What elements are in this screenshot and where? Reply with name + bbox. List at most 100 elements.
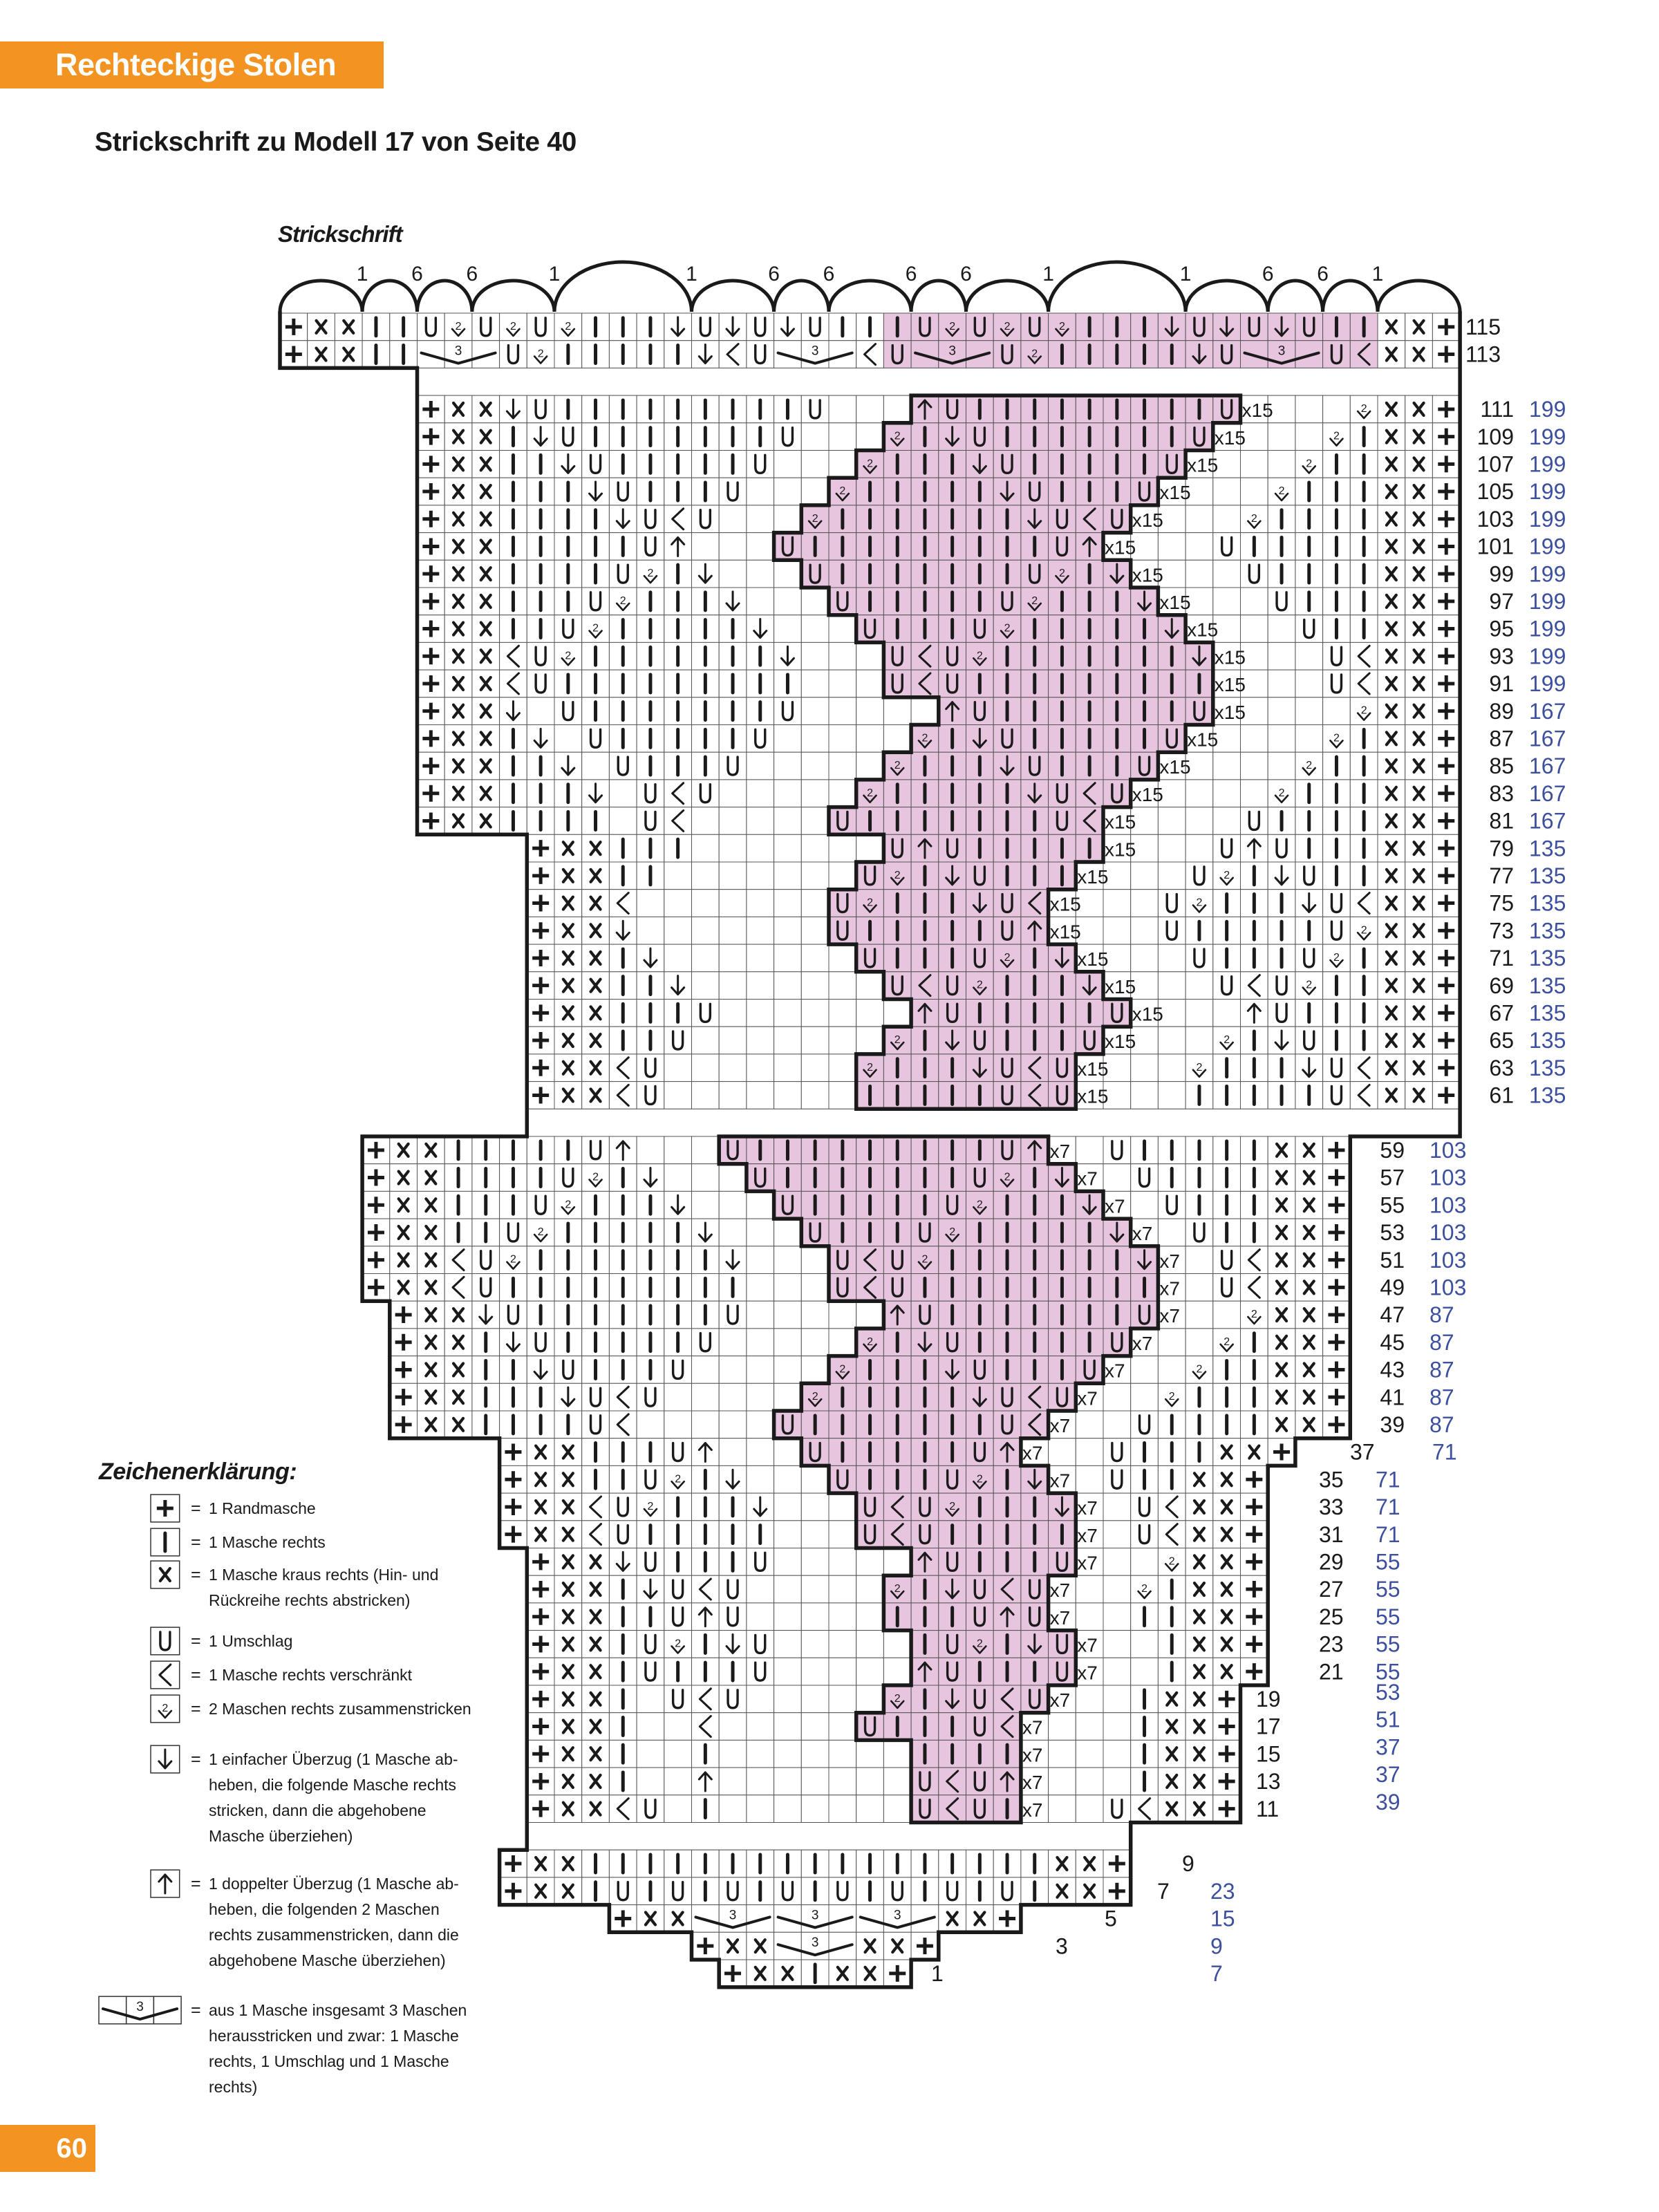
repeat-label: x15 (1077, 1086, 1108, 1107)
pattern-cell (910, 971, 939, 1000)
svg-text:2: 2 (1306, 458, 1312, 469)
svg-text:2: 2 (977, 980, 983, 991)
legend-description: stricken, dann die abgehobene (209, 1801, 427, 1819)
stitch-count: 167 (1529, 753, 1566, 778)
svg-text:2: 2 (867, 787, 873, 799)
cell (664, 861, 692, 890)
cell (828, 1685, 857, 1714)
row-number: 49 (1380, 1275, 1405, 1300)
legend-description: heben, die folgende Masche rechts (209, 1776, 457, 1794)
stitch-count: 167 (1529, 699, 1566, 724)
cell (774, 1575, 802, 1604)
cell (746, 1712, 775, 1741)
cell (800, 999, 830, 1027)
row-number: 91 (1489, 671, 1514, 696)
chart-row-91 (417, 669, 1461, 698)
cell (883, 1794, 912, 1824)
pattern-cell (910, 312, 939, 341)
pattern-cell (856, 1273, 884, 1302)
cell (1267, 724, 1296, 753)
row-number: 45 (1380, 1330, 1405, 1355)
cell (774, 477, 802, 506)
scallop-arc (552, 260, 693, 312)
cell (746, 450, 775, 478)
cell (1185, 1300, 1214, 1329)
svg-text:2: 2 (867, 897, 873, 909)
svg-text:2: 2 (894, 760, 901, 771)
stitch-count: 135 (1529, 1056, 1566, 1080)
gap-row (526, 1108, 1461, 1137)
cell (1103, 916, 1132, 945)
chart-row-31 (499, 1520, 1268, 1549)
chart-row-111 (417, 395, 1461, 424)
cell (718, 889, 747, 917)
repeat-label: x7 (1105, 1360, 1125, 1382)
stitch-count: 135 (1529, 1028, 1566, 1053)
cell (774, 450, 802, 478)
cell (1130, 807, 1159, 835)
repeat-label: x15 (1215, 702, 1246, 723)
cell (910, 697, 939, 725)
cell (800, 1465, 830, 1494)
cell (856, 422, 884, 451)
cell (664, 1767, 692, 1796)
cell (800, 1328, 830, 1357)
cell (774, 559, 802, 588)
cell (1240, 751, 1268, 780)
stitch-count: 135 (1529, 891, 1566, 916)
legend-description: rechts, 1 Umschlag und 1 Masche (209, 2052, 449, 2070)
cell (800, 1356, 830, 1384)
repeat-label: x15 (1105, 1031, 1136, 1052)
cell (1130, 1356, 1159, 1384)
row-number: 41 (1380, 1385, 1405, 1409)
legend-description: rechts zusammenstricken, dann die (209, 1926, 459, 1944)
svg-text:3: 3 (948, 344, 956, 359)
cell (718, 807, 747, 835)
cell (664, 1410, 692, 1439)
svg-text:2: 2 (1251, 1309, 1257, 1320)
cell (1103, 1492, 1132, 1521)
chart-row-87 (417, 724, 1461, 753)
cell (828, 1081, 857, 1109)
svg-text:2: 2 (1059, 321, 1065, 332)
pattern-cell (910, 641, 939, 671)
chart-row-35 (499, 1465, 1268, 1494)
cell (828, 669, 857, 698)
cell (828, 999, 857, 1027)
stitch-count: 103 (1430, 1248, 1466, 1273)
cell (664, 1163, 692, 1192)
scallop-label: 6 (823, 263, 835, 285)
cell (1157, 532, 1186, 561)
cell (1185, 559, 1214, 588)
svg-text:2: 2 (1333, 732, 1340, 744)
cell (718, 1328, 747, 1357)
row-number: 115 (1465, 315, 1501, 339)
row-number: 103 (1477, 507, 1514, 532)
row-number: 31 (1319, 1522, 1344, 1547)
cell (718, 1163, 747, 1192)
cell (1130, 889, 1159, 917)
stitch-count: 87 (1430, 1358, 1454, 1382)
cell (664, 1712, 692, 1741)
svg-text:2: 2 (162, 1703, 168, 1714)
pattern-cell (993, 1575, 1022, 1604)
legend-description: abgehobene Masche überziehen) (209, 1951, 446, 1969)
cell (800, 697, 830, 725)
cell (1157, 1218, 1186, 1247)
cell (636, 916, 665, 945)
chart-row-61 (526, 1081, 1461, 1109)
cell (774, 1657, 802, 1686)
cell (856, 999, 884, 1027)
scallop-label: 1 (1372, 263, 1384, 285)
cell (746, 861, 775, 890)
cell (1157, 1053, 1186, 1082)
cell (774, 1685, 802, 1714)
svg-text:3: 3 (812, 344, 819, 359)
cell (691, 1685, 720, 1714)
stitch-count: 199 (1529, 424, 1566, 449)
cell (856, 669, 884, 698)
cell (718, 1739, 747, 1768)
cell (1157, 1328, 1186, 1357)
